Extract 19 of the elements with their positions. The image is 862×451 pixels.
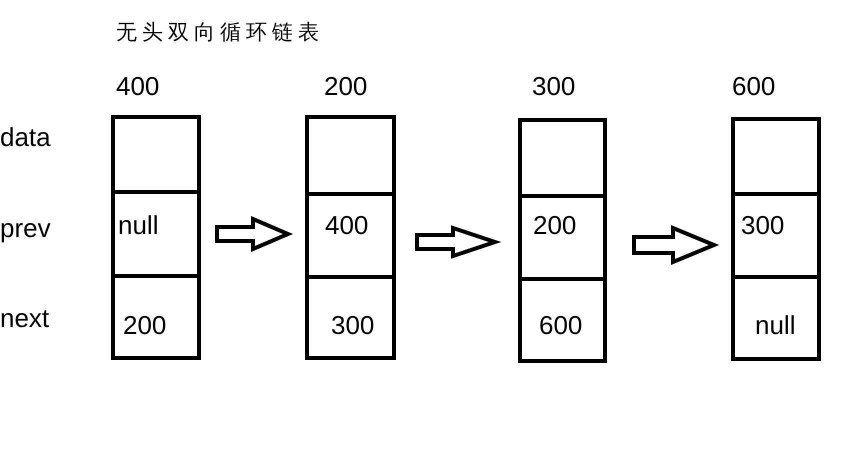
node-cell: null xyxy=(735,279,817,357)
node-cell: 600 xyxy=(522,281,603,359)
row-label: prev xyxy=(0,213,51,243)
title: 无头双向循环链表 xyxy=(116,19,324,46)
address-label: 400 xyxy=(116,71,160,101)
node-cell: null xyxy=(115,194,197,278)
node-cell: 300 xyxy=(309,279,392,356)
row-label: next xyxy=(0,303,50,333)
block-arrow xyxy=(215,216,294,252)
node-cell: 300 xyxy=(735,196,817,279)
node-cell: 200 xyxy=(522,198,603,281)
block-arrow xyxy=(632,225,720,265)
node-cell: 200 xyxy=(115,278,197,356)
node-cell: 400 xyxy=(309,196,392,279)
address-label: 600 xyxy=(732,71,776,101)
address-label: 300 xyxy=(532,71,576,101)
block-arrow xyxy=(415,225,502,259)
address-label: 200 xyxy=(324,71,368,101)
row-label: data xyxy=(0,122,51,152)
